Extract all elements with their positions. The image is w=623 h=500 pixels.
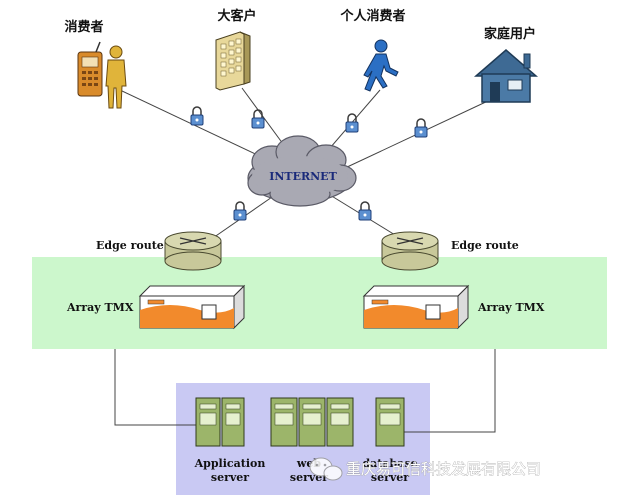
watermark-text: 重庆易可信科技发展有限公司: [346, 460, 541, 478]
lock-icon: [233, 201, 247, 221]
lock-icon: [414, 118, 428, 138]
tmx-right-label: Array TMX: [477, 301, 545, 314]
individual-label: 个人消费者: [339, 8, 405, 24]
tmx-appliance-icon: [138, 284, 246, 330]
enterprise-label: 大客户: [217, 8, 256, 24]
edge-router-right-label: Edge route: [451, 239, 519, 252]
web-server-icon: [270, 397, 354, 447]
lock-icon: [251, 109, 265, 129]
consumer-label: 消费者: [64, 19, 103, 35]
consumer-phone-icon: [77, 41, 127, 109]
edge-router-left-label: Edge route: [96, 239, 164, 252]
database-server-icon: [375, 397, 405, 447]
application-server-label-line2: server: [211, 471, 249, 484]
house-icon: [473, 49, 539, 103]
router-icon: [381, 231, 439, 271]
wechat-icon: [309, 457, 343, 481]
tmx-left-label: Array TMX: [66, 301, 134, 314]
building-icon: [215, 31, 251, 91]
home-label: 家庭用户: [484, 26, 536, 42]
application-server-label-line1: Application: [194, 457, 266, 470]
database-server-label-line2: server: [371, 471, 409, 484]
dmz-band: [32, 257, 607, 349]
lock-icon: [358, 201, 372, 221]
application-server-icon: [195, 397, 245, 447]
lock-icon: [190, 106, 204, 126]
internet-cloud-icon: [247, 135, 357, 207]
internet-label: INTERNET: [269, 170, 337, 183]
tmx-appliance-icon: [362, 284, 470, 330]
lock-icon: [345, 113, 359, 133]
connection-lines: [114, 87, 496, 433]
router-icon: [164, 231, 222, 271]
database-server-label-line1: database: [362, 457, 417, 470]
walking-person-icon: [363, 39, 399, 92]
